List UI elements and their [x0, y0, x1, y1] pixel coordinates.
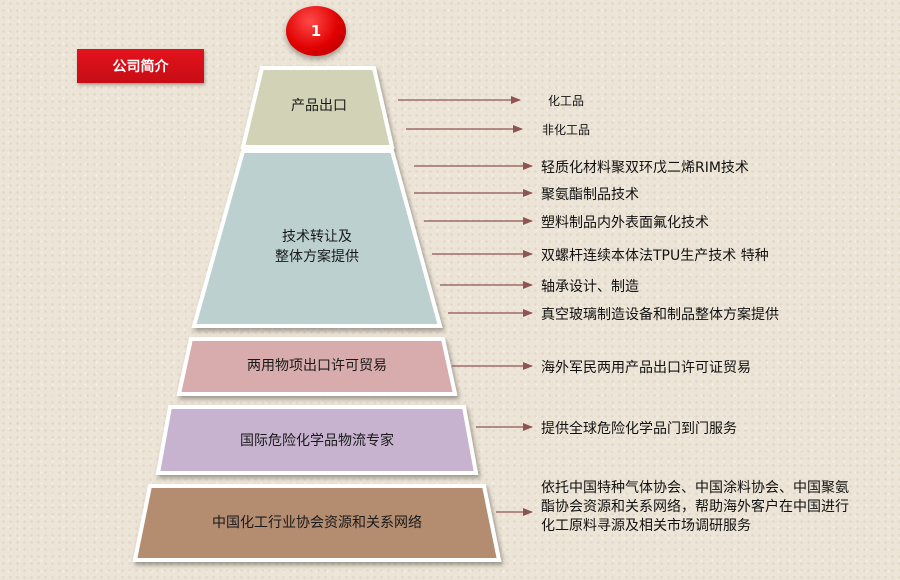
- level-2-label-line-1: 技术转让及: [282, 228, 352, 245]
- level-4-label: 国际危险化学品物流专家: [240, 432, 394, 449]
- level-2-label: 技术转让及 整体方案提供: [222, 222, 412, 272]
- level-3-label: 两用物项出口许可贸易: [247, 357, 387, 374]
- section-tag: 公司简介: [77, 49, 204, 83]
- level-1-item-2: 非化工品: [542, 123, 591, 137]
- level-4-trapezoid: [155, 405, 479, 475]
- level-5-trapezoid: [132, 484, 502, 562]
- level-2-item-1: 轻质化材料聚双环戊二烯RIM技术: [541, 160, 749, 176]
- level-5-item-1: 依托中国特种气体协会、中国涂料协会、中国聚氨酯协会资源和关系网络，帮助海外客户在…: [541, 480, 849, 534]
- level-2-item-2: 聚氨酯制品技术: [541, 187, 639, 203]
- level-2-item-5: 轴承设计、制造: [541, 279, 639, 295]
- level-3-trapezoid: [176, 337, 458, 396]
- level-3-item-1: 海外军民两用产品出口许可证贸易: [541, 360, 751, 376]
- level-5-label: 中国化工行业协会资源和关系网络: [212, 514, 422, 531]
- level-2-item-6: 真空玻璃制造设备和制品整体方案提供: [541, 307, 779, 323]
- level-4-item-1: 提供全球危险化学品门到门服务: [541, 421, 737, 437]
- level-2-label-line-2: 整体方案提供: [275, 249, 359, 265]
- level-2-trapezoid: [191, 149, 443, 328]
- level-2-item-3: 塑料制品内外表面氟化技术: [541, 215, 709, 231]
- level-1-item-1: 化工品: [548, 94, 585, 108]
- level-1-trapezoid: [240, 66, 395, 149]
- level-2-item-4: 双螺杆连续本体法TPU生产技术 特种: [541, 248, 769, 264]
- level-1-label: 产品出口: [291, 97, 347, 114]
- step-number-badge: 1: [286, 6, 346, 56]
